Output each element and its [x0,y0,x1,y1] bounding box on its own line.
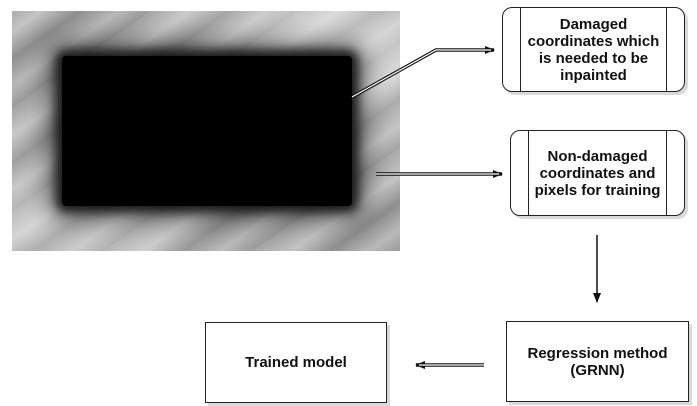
trained-model-box: Trained model [205,322,387,403]
damaged-coordinates-label: Damaged coordinates which is needed to b… [527,15,660,84]
damaged-region-mask [62,56,352,206]
regression-method-box: Regression method (GRNN) [506,321,689,402]
non-damaged-coordinates-box: Non-damaged coordinates and pixels for t… [510,130,685,216]
non-damaged-coordinates-label: Non-damaged coordinates and pixels for t… [534,147,661,199]
damaged-image [12,11,400,251]
damaged-coordinates-box: Damaged coordinates which is needed to b… [502,7,685,92]
